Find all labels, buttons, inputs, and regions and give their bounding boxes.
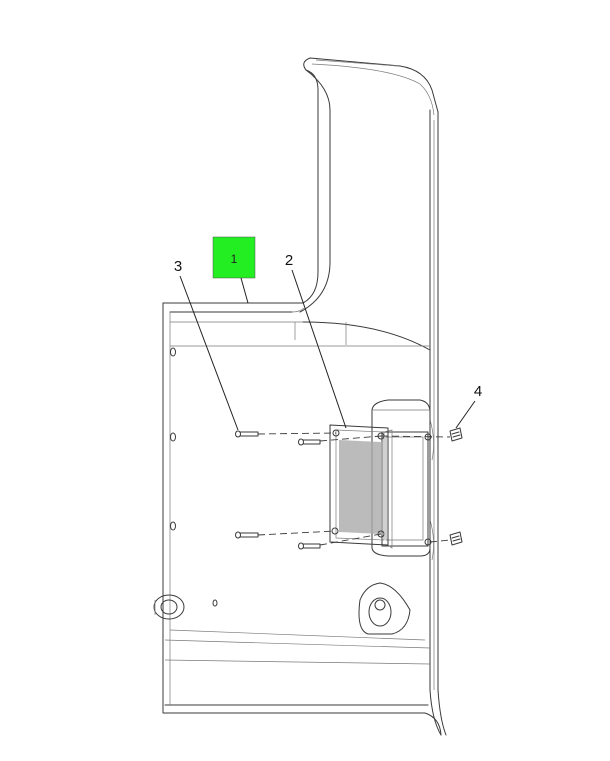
screw-3 (235, 531, 259, 539)
callout-3-label[interactable]: 3 (174, 258, 182, 275)
vent-grille (329, 399, 432, 557)
callout-2-label[interactable]: 2 (285, 252, 293, 269)
vent-louvers (339, 440, 383, 535)
clip-upper (449, 427, 463, 442)
trim-panel (153, 57, 447, 736)
callout-2[interactable]: 2 (285, 252, 347, 429)
callout-4[interactable]: 4 (455, 383, 482, 429)
callouts: 1 2 3 4 (174, 236, 482, 431)
callout-4-label[interactable]: 4 (474, 383, 482, 400)
clips (449, 427, 463, 546)
callout-1-label[interactable]: 1 (231, 252, 238, 266)
callout-1-highlight-box[interactable] (212, 236, 256, 279)
callout-3[interactable]: 3 (174, 258, 239, 431)
callout-1[interactable]: 1 (212, 236, 256, 304)
clip-lower (449, 531, 463, 546)
screws (235, 430, 451, 550)
screw-2 (298, 438, 321, 446)
screw-4 (298, 542, 321, 550)
screw-1 (235, 430, 259, 438)
